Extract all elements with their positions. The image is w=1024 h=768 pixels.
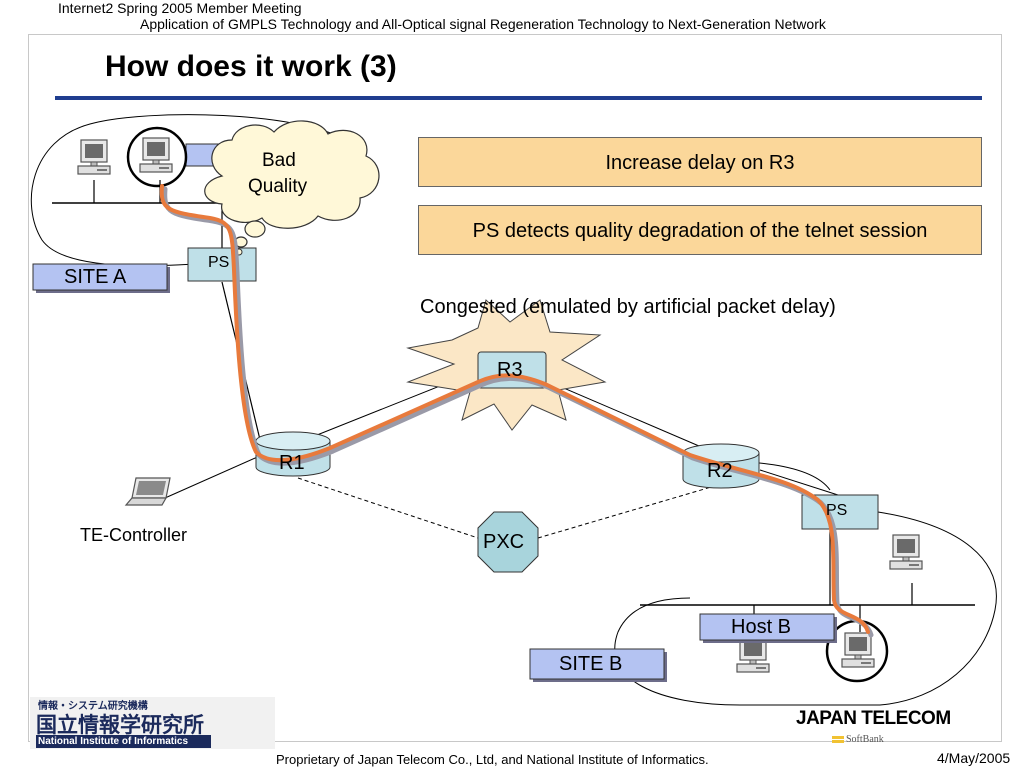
- ps-a-box: [187, 247, 257, 282]
- site-b-pc-left-icon: [736, 637, 770, 673]
- r1-label: R1: [279, 452, 305, 474]
- r2-label: R2: [707, 460, 733, 482]
- softbank-mark-icon: [832, 736, 844, 745]
- footer-date: 4/May/2005: [937, 750, 1011, 766]
- footer-proprietary: Proprietary of Japan Telecom Co., Ltd, a…: [276, 752, 709, 767]
- site-a-pc-host-icon: [139, 137, 173, 173]
- site-a-pc-left-icon: [77, 139, 111, 175]
- pxc-label: PXC: [483, 531, 525, 553]
- site-a-label: SITE A: [64, 266, 127, 288]
- ps-a-label: PS: [208, 254, 230, 271]
- host-b-pc-icon: [841, 632, 875, 668]
- ps-b-label: PS: [826, 502, 848, 519]
- japan-telecom-logo: JAPAN TELECOM: [796, 708, 951, 729]
- link-r2-ps-b: [759, 469, 839, 496]
- callout-increase-delay: Increase delay on R3: [418, 137, 982, 187]
- host-b-label: Host B: [731, 616, 792, 638]
- nii-logo-english: National Institute of Informatics: [36, 735, 211, 748]
- bubble-line-2: Quality: [248, 176, 308, 197]
- congested-note: Congested (emulated by artificial packet…: [420, 296, 836, 318]
- title-rule: [55, 96, 982, 100]
- nii-logo-small-text: 情報・システム研究機構: [38, 701, 148, 712]
- site-a-label-box: [32, 263, 168, 291]
- meeting-name: Internet2 Spring 2005 Member Meeting: [58, 0, 302, 16]
- te-controller-laptop-icon: [125, 477, 171, 506]
- site-b-label-box: [529, 648, 665, 680]
- slide-frame: [28, 34, 1002, 742]
- slide-title: How does it work (3): [105, 50, 397, 83]
- thought-bubble: [204, 120, 380, 256]
- session-path: [159, 184, 870, 634]
- link-te-r1: [164, 454, 263, 499]
- link-r3-r2: [544, 379, 721, 456]
- pxc-octagon: [477, 511, 539, 573]
- r3-label: R3: [497, 359, 523, 381]
- session-path-shadow: [162, 186, 874, 638]
- nii-logo: 情報・システム研究機構 国立情報学研究所 National Institute …: [30, 697, 275, 749]
- host-b-label-box: [699, 613, 835, 641]
- link-pxc-r2: [537, 484, 719, 539]
- te-controller-label: TE-Controller: [80, 525, 188, 545]
- presentation-subtitle: Application of GMPLS Technology and All-…: [140, 16, 826, 32]
- site-b-pc-top-icon: [889, 534, 923, 570]
- site-a-host-highlight: [126, 126, 188, 188]
- callout-ps-detects: PS detects quality degradation of the te…: [418, 205, 982, 255]
- nii-logo-japanese: 国立情報学研究所: [36, 714, 204, 737]
- link-r1-pxc: [297, 477, 479, 539]
- bubble-line-1: Bad: [262, 150, 296, 171]
- site-b-label: SITE B: [559, 653, 623, 675]
- softbank-logo: SoftBank: [846, 734, 884, 745]
